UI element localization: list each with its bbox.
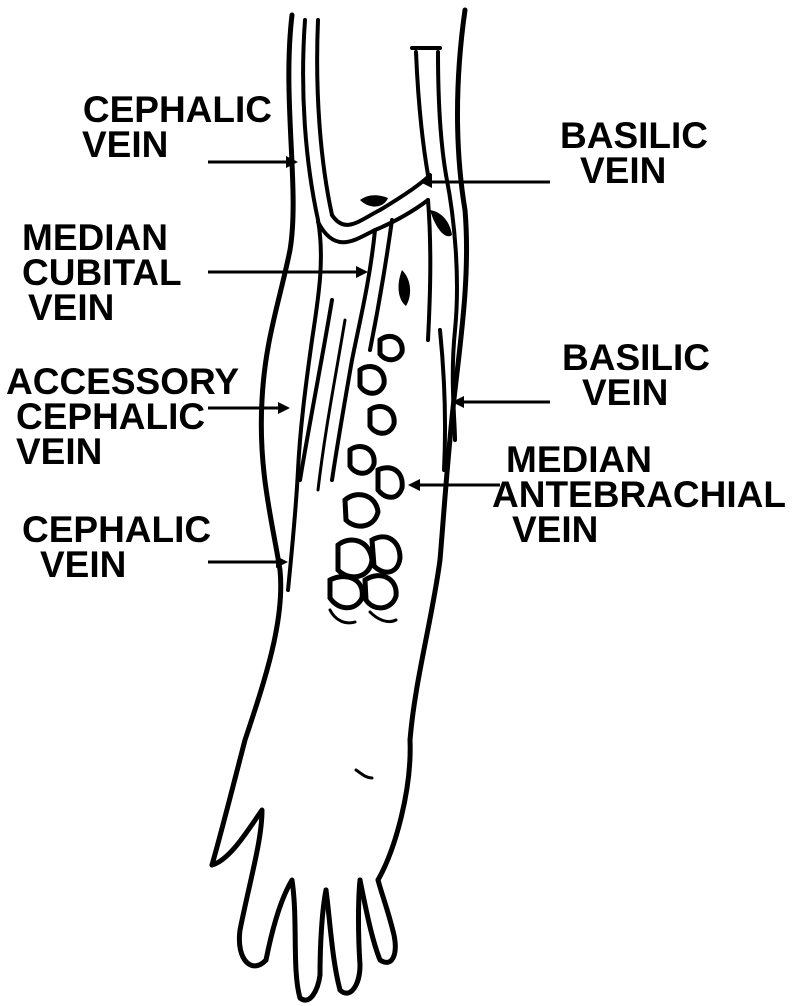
arm-outline xyxy=(209,7,470,1003)
label-basilic-vein-lower: BASILIC VEIN xyxy=(562,337,710,413)
arrowhead-accessory-cephalic xyxy=(278,402,290,414)
arrowhead-basilic-upper xyxy=(420,176,432,188)
arrowhead-basilic-lower xyxy=(452,396,464,408)
arrowhead-median-antebrachial xyxy=(408,479,420,491)
label-cephalic-vein-upper: CEPHALIC VEIN xyxy=(82,89,272,165)
vein-network xyxy=(286,18,459,625)
arrowhead-cephalic-lower xyxy=(276,556,288,568)
label-median-antebrachial-vein: MEDIAN ANTEBRACHIAL VEIN xyxy=(492,439,786,550)
arrowhead-median-cubital xyxy=(356,266,368,278)
label-accessory-cephalic-vein: ACCESSORY CEPHALIC VEIN xyxy=(6,361,240,472)
arrowhead-cephalic-upper xyxy=(286,156,298,168)
label-basilic-vein-upper: BASILIC VEIN xyxy=(560,115,708,191)
label-median-cubital-vein: MEDIAN CUBITAL VEIN xyxy=(22,217,182,328)
leader-arrows xyxy=(208,156,550,568)
label-cephalic-vein-lower: CEPHALIC VEIN xyxy=(22,509,212,585)
